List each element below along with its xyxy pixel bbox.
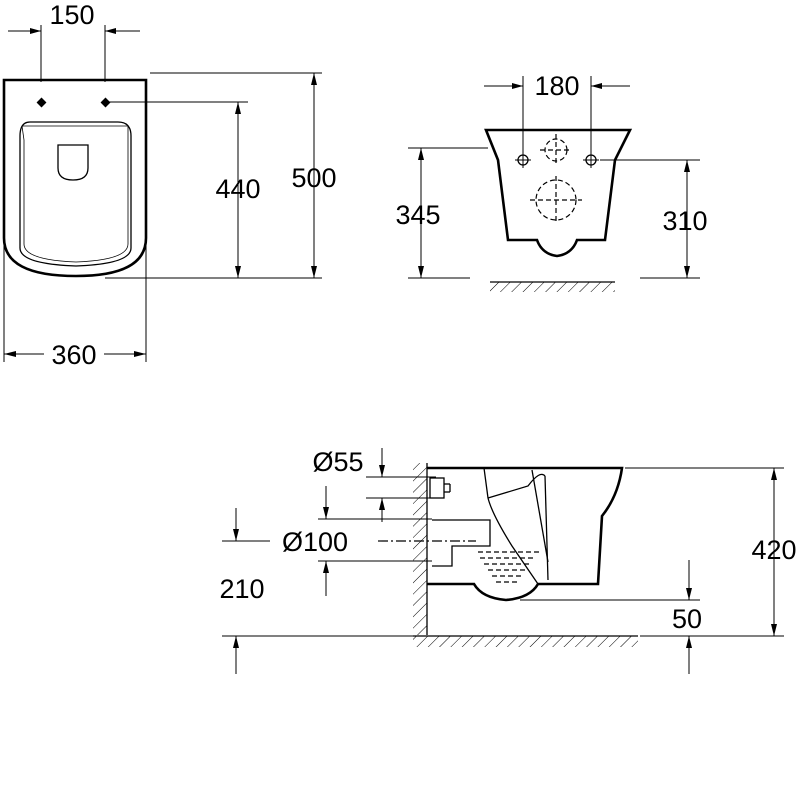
lid-outline (21, 125, 129, 263)
front-view: 180 345 310 (395, 71, 708, 292)
front-bowl-outline (484, 128, 633, 258)
outlet-connector (432, 519, 491, 567)
dim-total-length-label: 500 (291, 163, 336, 193)
side-bowl-outline (427, 466, 624, 602)
dim-height-right-label: 310 (662, 206, 707, 236)
fixing-hole-left (515, 152, 531, 168)
floor (490, 282, 615, 292)
dim-inlet-diameter-label: Ø55 (312, 447, 363, 477)
wall (413, 463, 427, 635)
side-floor (413, 636, 638, 647)
mounting-hole-right (100, 97, 111, 108)
water-surface (478, 551, 540, 583)
bowl-outline (2, 78, 148, 278)
dim-width-label: 360 (51, 340, 96, 370)
dim-fixing-spacing-label: 180 (534, 71, 579, 101)
mounting-hole-left (36, 97, 47, 108)
outlet-hole (530, 176, 582, 224)
side-view: Ø55 Ø100 210 420 50 (219, 447, 797, 674)
seat-opening (57, 144, 89, 181)
dim-height-left-label: 345 (395, 200, 440, 230)
dim-hole-spacing-label: 150 (49, 0, 94, 30)
dim-bottom-clearance-label: 50 (672, 604, 702, 634)
seat-outline (19, 121, 132, 267)
inner-bowl (483, 467, 539, 585)
inlet-hole (540, 134, 572, 166)
fixing-hole-right (583, 152, 599, 168)
dim-outlet-height-label: 210 (219, 574, 264, 604)
top-view: 150 440 500 360 (2, 0, 337, 370)
dim-outlet-diameter-label: Ø100 (282, 527, 348, 557)
dim-seat-length-label: 440 (215, 174, 260, 204)
inlet-connector (429, 477, 445, 499)
dim-total-height-label: 420 (751, 535, 796, 565)
